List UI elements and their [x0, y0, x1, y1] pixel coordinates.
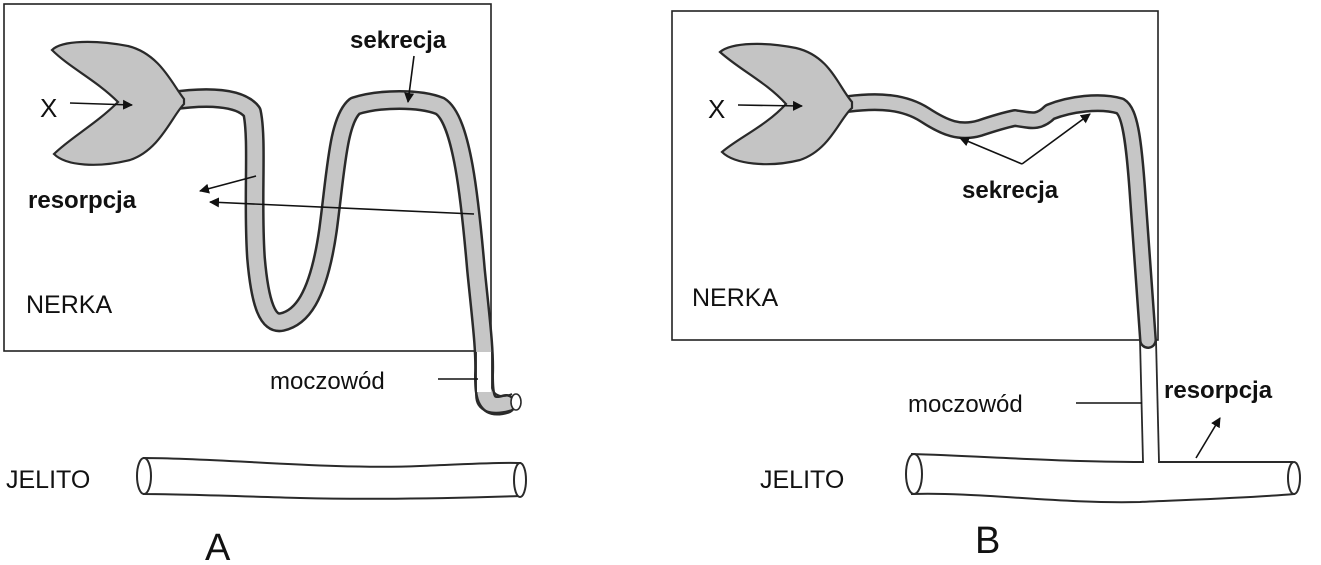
resorption-label-b: resorpcja — [1164, 377, 1273, 404]
intestine-label-a: JELITO — [6, 466, 90, 494]
intestine-label-b: JELITO — [760, 466, 844, 494]
nephron-tubule-b — [839, 93, 1160, 463]
secretion-arrow-b-2 — [1021, 113, 1091, 165]
kidney-label-b: NERKA — [692, 284, 778, 312]
kidney-label-a: NERKA — [26, 291, 112, 319]
secretion-arrow-b-1 — [959, 136, 1023, 165]
panel-letter-b: B — [975, 520, 1000, 562]
secretion-arrow-a — [404, 55, 415, 103]
resorption-arrow-a-2 — [209, 197, 475, 215]
ureter-label-a: moczowód — [270, 368, 385, 395]
secretion-label-a: sekrecja — [350, 27, 447, 54]
intestine-b — [905, 452, 1301, 504]
x-arrow-b — [737, 100, 803, 111]
x-arrow-a — [69, 99, 133, 110]
kidney-box-a — [3, 3, 492, 352]
secretion-label-b: sekrecja — [962, 177, 1059, 204]
intestine-a — [136, 456, 527, 500]
panel-a: X sekrecja resorpcja NERKA moczowód JELI… — [3, 3, 527, 565]
panel-letter-a: A — [205, 527, 231, 565]
glomerulus-b — [718, 42, 854, 166]
resorption-arrow-a-1 — [199, 175, 257, 194]
resorption-label-a: resorpcja — [28, 187, 137, 214]
x-label-b: X — [708, 94, 725, 124]
nephron-tubule-a — [160, 88, 522, 416]
kidney-box-b — [671, 10, 1159, 341]
ureter-label-b: moczowód — [908, 391, 1023, 418]
glomerulus-a — [50, 40, 186, 166]
panel-b: X sekrecja NERKA moczowód resorpcja JELI… — [671, 10, 1301, 562]
x-label-a: X — [40, 93, 57, 123]
resorption-arrow-b — [1195, 417, 1221, 459]
